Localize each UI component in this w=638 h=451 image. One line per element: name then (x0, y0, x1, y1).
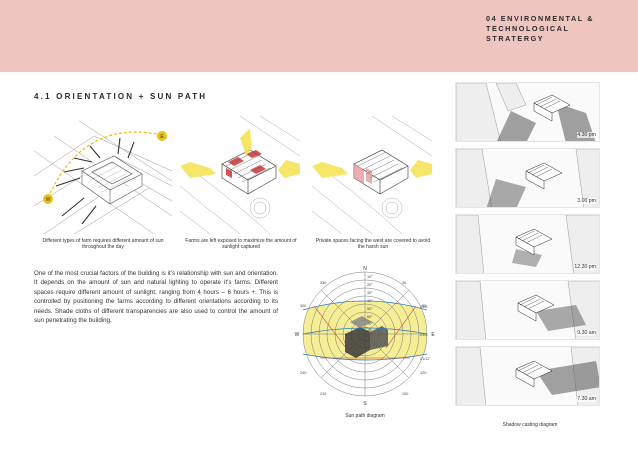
time-label-3: 12.30 pm (574, 264, 596, 270)
orientation-paragraph: One of the most crucial factors of the b… (34, 270, 278, 325)
west-sun-marker (43, 194, 53, 204)
private-space-drawing (312, 116, 432, 234)
compass-w: W (295, 332, 300, 338)
shadow-caption: Shadow casting diagram (502, 422, 558, 428)
sun-ray-north (240, 128, 252, 156)
time-label-5: 7.30 am (577, 396, 596, 402)
bearing-60: 60 (422, 304, 426, 308)
compass-e: E (431, 332, 435, 338)
ring-label-70: 70° (367, 322, 373, 326)
header-band (0, 0, 638, 72)
bearing-30: 30 (402, 281, 406, 285)
ring-label-20: 20° (367, 283, 373, 287)
farm-exposure-panel (180, 116, 300, 234)
east-label: E (160, 134, 164, 140)
ring-label-40: 40° (367, 299, 373, 303)
heading-line-3: STRATERGY (486, 34, 545, 43)
site-axonometric-drawing: W E (34, 120, 172, 234)
shadow-panel-2: 3.00 pm (455, 148, 600, 208)
shadow-panel-4: 9.30 am (455, 280, 600, 340)
sun-path-caption: Sun path diagram (345, 413, 385, 419)
bearing-300: 300 (300, 304, 306, 308)
compass-n: N (363, 266, 367, 272)
sun-ray-west (180, 162, 216, 178)
ring-label-60: 60° (367, 315, 373, 319)
page-heading: 04 ENVIRONMENTAL & TECHNOLOGICAL STRATER… (486, 14, 616, 44)
time-label-4: 9.30 am (577, 330, 596, 336)
section-title: 4.1 ORIENTATION + SUN PATH (34, 92, 208, 101)
bearing-240: 240 (300, 371, 306, 375)
ring-label-50: 50° (367, 307, 373, 311)
bearing-330: 330 (320, 281, 326, 285)
panel-2-caption: Farms are left exposed to maximize the a… (185, 238, 297, 250)
sun-ray-east (278, 160, 300, 178)
east-sun-marker (157, 131, 167, 141)
private-space-panel (312, 116, 432, 234)
date-label-21-3: 21/3 (420, 333, 427, 337)
panel-1-caption: Different types of farm requires differe… (42, 238, 164, 250)
harsh-sun-ray-west (312, 162, 348, 178)
shadow-panel-5: 7.30 am (455, 346, 600, 406)
time-label-1: 4.30 pm (577, 132, 596, 138)
sun-exposure-panel: W E (34, 116, 172, 234)
compass-s: S (363, 401, 367, 407)
harsh-sun-ray-east (410, 160, 432, 178)
ring-label-10: 10° (367, 275, 373, 279)
bearing-150: 150 (402, 392, 408, 396)
date-label-21-12: 21/12 (420, 357, 430, 361)
time-label-2: 3.00 pm (577, 198, 596, 204)
bearing-210: 210 (320, 392, 326, 396)
west-label: W (46, 197, 51, 203)
sun-path-diagram: N S W E 10° 20° 30° 40° 50° 60° 70° 80° … (290, 262, 440, 410)
panel-3-caption: Private spaces facing the west are cover… (315, 238, 431, 250)
farm-exposure-drawing (180, 116, 300, 234)
heading-line-2: TECHNOLOGICAL (486, 24, 570, 33)
sun-path-chart: N S W E 10° 20° 30° 40° 50° 60° 70° 80° … (295, 266, 436, 407)
shadow-panel-3: 12.30 pm (455, 214, 600, 274)
shadow-panel-1: 4.30 pm (455, 82, 600, 142)
date-label-21-6: 21/6 (420, 305, 427, 309)
bearing-120: 120 (420, 371, 426, 375)
ring-label-30: 30° (367, 291, 373, 295)
ring-label-80: 80° (367, 329, 373, 333)
heading-line-1: 04 ENVIRONMENTAL & (486, 14, 595, 23)
